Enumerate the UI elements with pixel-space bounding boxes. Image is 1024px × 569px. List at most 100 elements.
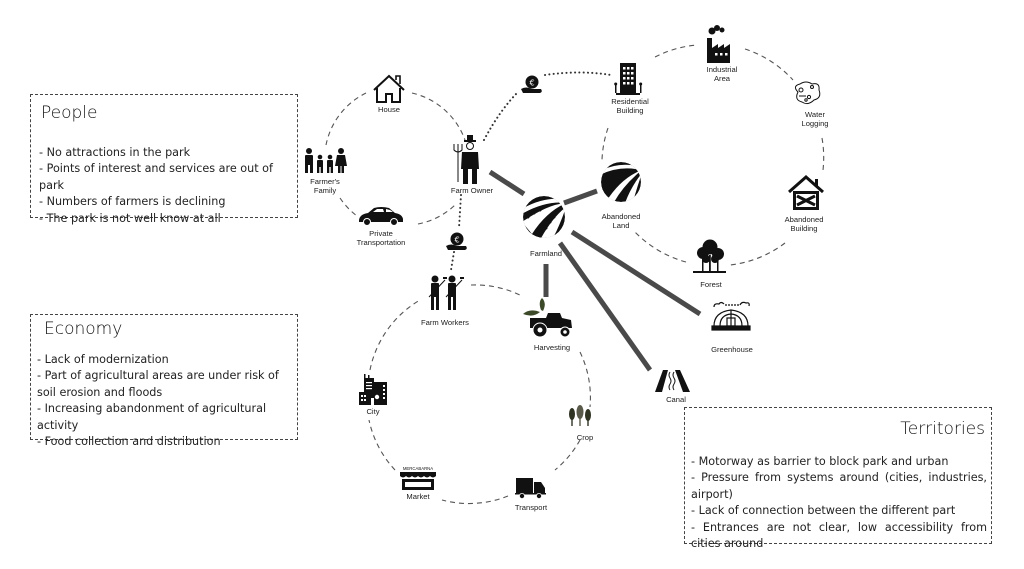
svg-text:€: € — [454, 236, 459, 245]
node-farmland: Farmland — [523, 196, 565, 258]
farmland-label: Farmland — [530, 249, 562, 258]
list-item: - No attractions in the park — [39, 146, 191, 159]
farm-workers-icon — [428, 275, 464, 310]
family-icon — [305, 148, 347, 173]
node-private-transportation: Private Transportation — [357, 207, 406, 247]
node-harvesting: Harvesting — [523, 298, 572, 352]
ring-segment — [411, 92, 466, 141]
people-ring — [325, 92, 466, 225]
abandoned-land-label-line1: Abandoned — [602, 212, 641, 221]
territory-ring — [601, 44, 825, 266]
list-item: - Points of interest and services are ou… — [39, 162, 273, 192]
abandoned-land-icon — [601, 162, 641, 202]
node-greenhouse: Greenhouse — [711, 301, 753, 354]
node-crop: Crop — [569, 405, 593, 442]
ring-segment — [729, 242, 786, 266]
truck-icon — [515, 478, 546, 499]
farmland-icon — [523, 196, 565, 238]
canal-label: Canal — [666, 395, 686, 404]
ring-segment — [325, 92, 367, 146]
node-money-mid: € — [446, 232, 467, 250]
economy-ring — [368, 284, 591, 505]
ring-segment — [744, 48, 794, 81]
link-farmland-canal — [557, 241, 653, 372]
ring-segment — [654, 44, 698, 58]
greenhouse-icon — [711, 301, 751, 331]
ring-segment — [601, 127, 609, 161]
economy-list: - Lack of modernization - Part of agricu… — [37, 352, 295, 450]
node-abandoned-building: Abandoned Building — [785, 174, 824, 233]
list-item: - Part of agricultural areas are under r… — [37, 369, 279, 399]
node-abandoned-land: Abandoned Land — [601, 162, 641, 230]
city-label: City — [366, 407, 379, 416]
node-canal: Canal — [655, 370, 690, 404]
residential-building-label-line1: Residential — [611, 97, 649, 106]
ring-segment — [634, 231, 687, 263]
water-logging-label-line2: Logging — [801, 119, 828, 128]
money-flow-line — [458, 194, 462, 229]
market-label: Market — [406, 492, 430, 501]
money-flow-line — [544, 71, 612, 76]
car-icon — [359, 207, 403, 226]
node-market: MERCABARNA Market — [400, 466, 436, 501]
forest-label: Forest — [700, 280, 722, 289]
forest-icon — [693, 239, 726, 273]
residential-building-icon — [614, 63, 643, 95]
market-sign: MERCABARNA — [403, 466, 433, 471]
money-flow-line — [450, 251, 455, 271]
node-farm-workers: Farm Workers — [421, 275, 469, 327]
residential-building-label-line2: Building — [616, 106, 643, 115]
canal-icon — [655, 370, 690, 392]
euro-hand-icon: € — [446, 232, 467, 250]
water-logging-icon — [794, 81, 821, 105]
list-item: - Increasing abandonment of agricultural… — [37, 402, 267, 432]
territories-panel: Territories - Motorway as barrier to blo… — [684, 407, 992, 550]
transport-label: Transport — [515, 503, 548, 512]
list-item: - Numbers of farmers is declining — [39, 195, 226, 209]
farmers-family-label-line2: Family — [314, 186, 337, 195]
ring-segment — [417, 204, 456, 225]
house-icon — [373, 74, 405, 103]
list-item: - Motorway as barrier to block park and … — [691, 455, 949, 468]
node-forest: Forest — [693, 239, 726, 289]
economy-title: Economy — [44, 319, 123, 339]
harvesting-label: Harvesting — [534, 343, 570, 352]
ring-segment — [470, 284, 523, 297]
ring-segment — [579, 351, 591, 408]
node-industrial-area: Industrial Area — [707, 25, 738, 83]
list-item: - Lack of modernization — [37, 353, 169, 366]
abandoned-land-label-line2: Land — [613, 221, 630, 230]
territories-title: Territories — [900, 419, 985, 439]
ring-segment — [369, 299, 421, 371]
wheat-icon — [569, 405, 591, 426]
node-farmers-family: Farmer's Family — [305, 148, 347, 195]
ring-segment — [554, 439, 581, 471]
abandoned-building-label-line1: Abandoned — [785, 215, 824, 224]
farmers-family-label-line1: Farmer's — [310, 177, 340, 186]
node-water-logging: Water Logging — [794, 81, 829, 128]
private-transportation-label-line2: Transportation — [357, 238, 406, 247]
list-item: - Lack of connection between the differe… — [691, 504, 956, 518]
farmer-icon — [453, 135, 479, 184]
list-item: - Food collection and distribution — [37, 435, 221, 449]
svg-text:€: € — [529, 79, 534, 88]
economy-panel: Economy - Lack of modernization - Part o… — [30, 314, 298, 448]
node-house: House — [373, 74, 405, 114]
node-farm-owner: Farm Owner — [451, 135, 494, 195]
market-icon: MERCABARNA — [400, 466, 436, 490]
tractor-icon — [523, 298, 572, 338]
euro-hand-icon: € — [521, 75, 542, 93]
people-list: - No attractions in the park - Points of… — [39, 145, 297, 227]
people-title: People — [41, 103, 98, 123]
node-money-top: € — [521, 75, 542, 93]
link-farmland-farmowner — [488, 169, 526, 197]
list-item: - Entrances are not clear, low accessibi… — [691, 520, 987, 551]
people-panel: People - No attractions in the park - Po… — [30, 94, 298, 225]
city-icon — [359, 374, 387, 405]
list-item: - The park is not well know at all — [39, 211, 221, 225]
list-item: - Pressure from systems around (cities, … — [691, 471, 987, 501]
abandoned-building-label-line2: Building — [790, 224, 817, 233]
money-flow-line — [483, 91, 519, 141]
ring-segment — [441, 495, 509, 505]
